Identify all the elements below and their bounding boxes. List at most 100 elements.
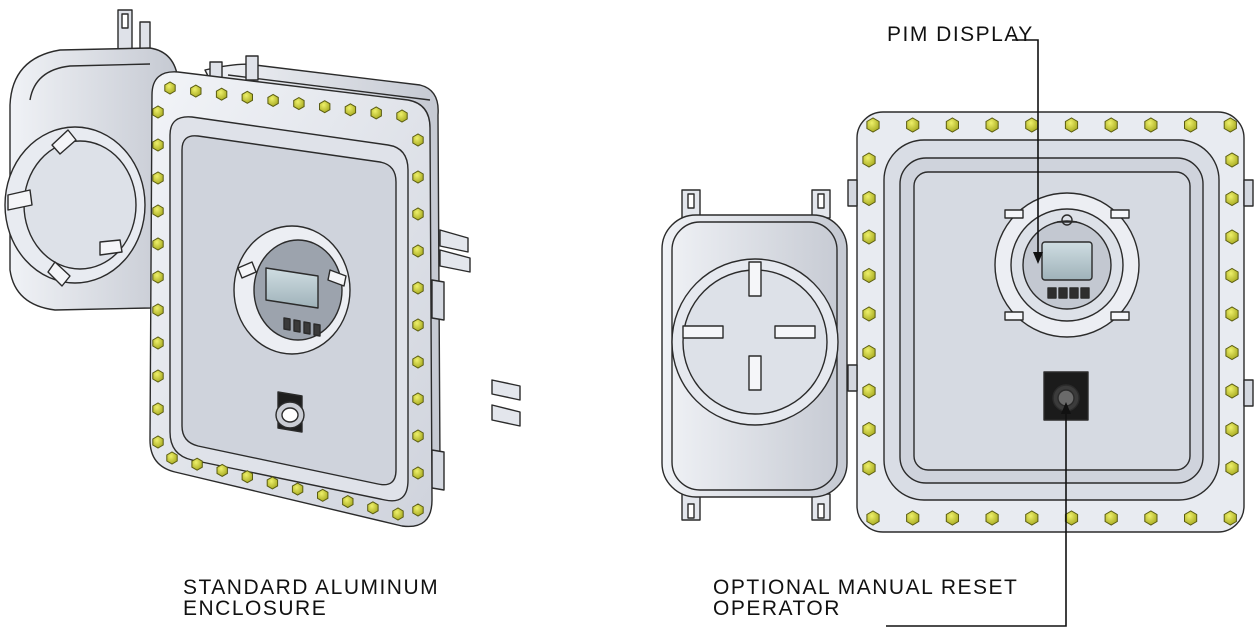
flange-bolt <box>152 105 164 119</box>
flange-bolt <box>1223 117 1237 133</box>
flange-bolt <box>1225 267 1239 284</box>
isometric-enclosure <box>4 9 521 528</box>
label-pim-display: PIM DISPLAY <box>887 23 1034 46</box>
flange-bolt <box>906 117 920 133</box>
flange-bolt <box>866 510 880 526</box>
flange-bolt <box>1225 383 1239 399</box>
flange-bolt <box>906 510 920 526</box>
flange-bolt <box>396 109 408 123</box>
flange-bolt <box>1184 510 1198 526</box>
flange-bolt <box>862 229 876 245</box>
caption-enclosure: ENCLOSURE <box>183 597 328 620</box>
flange-bolt <box>1144 510 1158 526</box>
cover-lug <box>7 189 33 211</box>
flange-bolt <box>164 81 176 95</box>
flange-bolt <box>1064 510 1079 526</box>
label-operator: OPERATOR <box>713 597 841 620</box>
flange-bolt <box>266 476 279 490</box>
pim-leader-arrow <box>1033 252 1043 264</box>
flange-bolt <box>945 510 959 526</box>
flange-bolt <box>367 501 379 515</box>
flange-bolt <box>1104 117 1118 133</box>
flange-bolt <box>152 171 164 185</box>
flange-bolt <box>152 204 164 218</box>
flange-bolt <box>862 383 876 399</box>
flange-bolt <box>985 510 999 526</box>
flange-bolt <box>342 495 354 509</box>
display-screen <box>265 267 319 309</box>
label-optional-manual-reset: OPTIONAL MANUAL RESET <box>713 576 1019 599</box>
flange-bolts-right <box>862 117 1239 526</box>
flange-bolt <box>862 190 876 207</box>
pim-display-leader <box>1012 39 1039 258</box>
flange-bolt <box>241 90 253 104</box>
pim-display-screen <box>1041 241 1093 281</box>
flange-bolt <box>1225 152 1239 168</box>
flange-bolt <box>412 318 424 332</box>
flange-bolt <box>412 429 424 443</box>
flange-bolt <box>1223 510 1237 526</box>
flange-bolt <box>190 84 202 98</box>
flange-bolt <box>1225 229 1239 245</box>
flange-bolt <box>241 470 253 484</box>
flange-bolt <box>412 355 424 369</box>
flange-bolt <box>1225 460 1239 476</box>
flange-bolt <box>152 435 164 449</box>
flange-bolt <box>1025 510 1039 526</box>
flange-bolt <box>191 457 203 471</box>
flange-bolt <box>291 482 304 496</box>
flange-bolt <box>945 117 959 133</box>
flange-bolt <box>412 244 424 258</box>
flange-bolt <box>216 463 228 477</box>
flange-bolt <box>319 100 331 114</box>
flange-bolt <box>1104 510 1118 526</box>
flange-bolt <box>862 344 876 361</box>
flange-bolt <box>215 87 228 101</box>
flange-bolt <box>1225 421 1239 438</box>
reset-leader-arrow <box>1061 402 1071 414</box>
flange-bolt <box>152 369 164 383</box>
flange-bolt <box>392 507 404 521</box>
flange-bolt <box>370 106 382 120</box>
flange-bolt <box>317 488 329 502</box>
flange-bolt <box>866 117 880 133</box>
flange-bolt <box>293 97 305 111</box>
flange-bolt <box>152 402 164 416</box>
flange-bolt <box>1025 117 1039 133</box>
flange-bolt <box>152 138 164 152</box>
front-view-enclosure <box>661 111 1254 533</box>
flange-bolt <box>267 93 279 107</box>
flange-bolt <box>412 207 424 221</box>
flange-bolt <box>862 460 876 476</box>
flange-bolt <box>412 281 424 295</box>
flange-bolt <box>1225 190 1239 207</box>
flange-bolt <box>166 451 178 465</box>
flange-bolts-left <box>152 81 424 521</box>
flange-bolt <box>862 306 876 322</box>
flange-bolt <box>1144 117 1158 133</box>
flange-bolt <box>1225 344 1239 361</box>
reset-operator-leader <box>886 408 1067 627</box>
flange-bolt <box>862 267 876 284</box>
flange-bolt <box>152 303 164 317</box>
flange-bolt <box>152 336 164 350</box>
flange-bolt <box>412 466 424 480</box>
display-symbol-icon <box>1061 214 1073 226</box>
mount-bracket <box>439 229 469 253</box>
flange-bolt <box>412 503 424 517</box>
flange-bolt <box>412 133 424 147</box>
flange-bolt <box>985 117 999 133</box>
flange-bolt <box>412 170 424 184</box>
flange-bolt <box>412 392 424 406</box>
flange-bolt <box>862 152 876 168</box>
flange-bolt <box>862 421 876 438</box>
caption-standard-aluminum: STANDARD ALUMINUM <box>183 576 440 599</box>
flange-bolt <box>152 237 164 251</box>
flange-bolt <box>152 270 164 284</box>
flange-bolt <box>1225 306 1239 322</box>
flange-bolt <box>1184 117 1198 133</box>
flange-bolt <box>1064 117 1079 133</box>
leader-lines <box>886 39 1067 627</box>
